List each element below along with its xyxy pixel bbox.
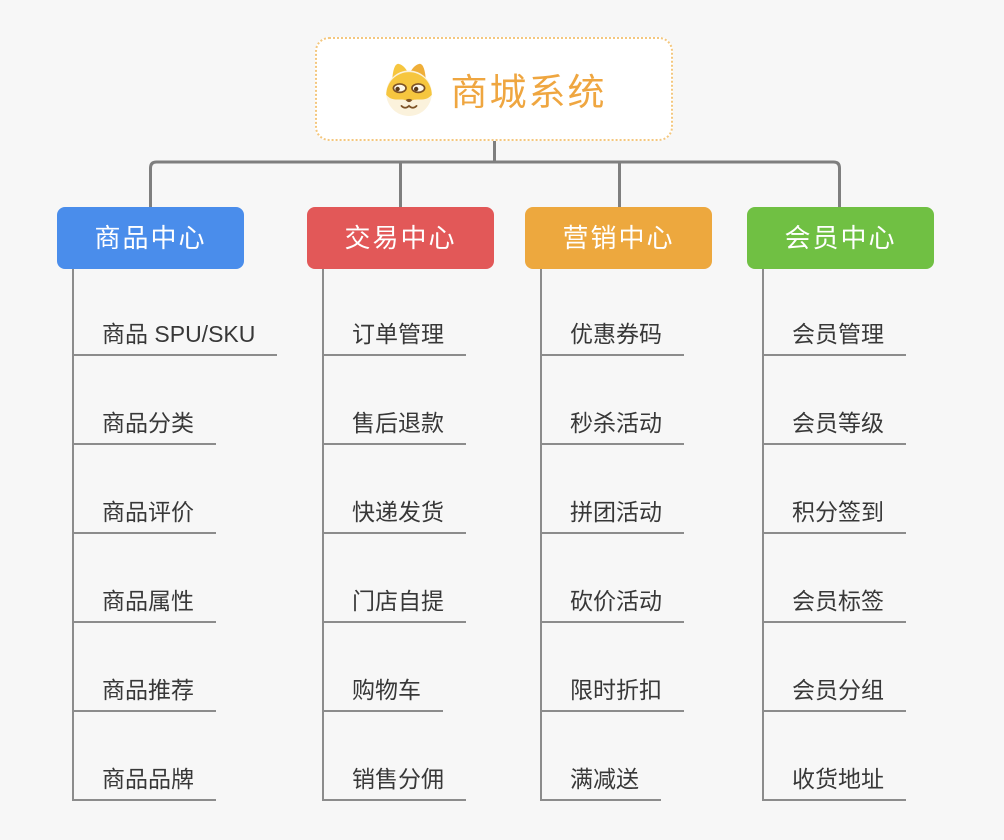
leaf-after-sales-refund[interactable]: 售后退款 [322,409,466,445]
branch-column-marketing: 营销中心 优惠券码 秒杀活动 拼团活动 砍价活动 限时折扣 满减送 [525,207,712,840]
leaf-store-pickup[interactable]: 门店自提 [322,587,466,623]
branch-node-product-center[interactable]: 商品中心 [57,207,244,269]
leaf-limited-time-discount[interactable]: 限时折扣 [540,676,684,712]
leaf-order-management[interactable]: 订单管理 [322,320,466,356]
branch-node-trade-center[interactable]: 交易中心 [307,207,494,269]
root-title: 商城系统 [450,72,607,113]
branch-trunk-line [540,269,542,800]
connector-bus-line [149,160,841,207]
leaf-express-shipping[interactable]: 快递发货 [322,498,466,534]
leaf-member-level[interactable]: 会员等级 [762,409,906,445]
branch-trunk-line [322,269,324,800]
branch-column-product: 商品中心 商品 SPU/SKU 商品分类 商品评价 商品属性 商品推荐 商品品牌 [57,207,278,840]
leaf-product-brand[interactable]: 商品品牌 [72,765,216,801]
leaf-full-reduction[interactable]: 满减送 [540,765,661,801]
branch-trunk-line [762,269,764,800]
leaf-product-category[interactable]: 商品分类 [72,409,216,445]
leaf-coupon-code[interactable]: 优惠券码 [540,320,684,356]
leaf-group-buy[interactable]: 拼团活动 [540,498,684,534]
branch-node-marketing-center[interactable]: 营销中心 [525,207,712,269]
leaf-product-review[interactable]: 商品评价 [72,498,216,534]
branch-column-member: 会员中心 会员管理 会员等级 积分签到 会员标签 会员分组 收货地址 [747,207,934,840]
leaf-bargain-activity[interactable]: 砍价活动 [540,587,684,623]
leaf-product-attribute[interactable]: 商品属性 [72,587,216,623]
leaf-points-checkin[interactable]: 积分签到 [762,498,906,534]
branch-node-member-center[interactable]: 会员中心 [747,207,934,269]
branch-trunk-line [72,269,74,800]
leaf-product-spu-sku[interactable]: 商品 SPU/SKU [72,320,278,356]
leaf-member-tag[interactable]: 会员标签 [762,587,906,623]
branch-column-trade: 交易中心 订单管理 售后退款 快递发货 门店自提 购物车 销售分佣 [307,207,494,840]
dog-face-icon [382,59,436,119]
leaf-shopping-cart[interactable]: 购物车 [322,676,443,712]
leaf-shipping-address[interactable]: 收货地址 [762,765,906,801]
root-node[interactable]: 商城系统 [315,37,673,141]
leaf-product-recommend[interactable]: 商品推荐 [72,676,216,712]
leaf-flash-sale[interactable]: 秒杀活动 [540,409,684,445]
leaf-member-management[interactable]: 会员管理 [762,320,906,356]
leaf-member-group[interactable]: 会员分组 [762,676,906,712]
leaf-sales-commission[interactable]: 销售分佣 [322,765,466,801]
